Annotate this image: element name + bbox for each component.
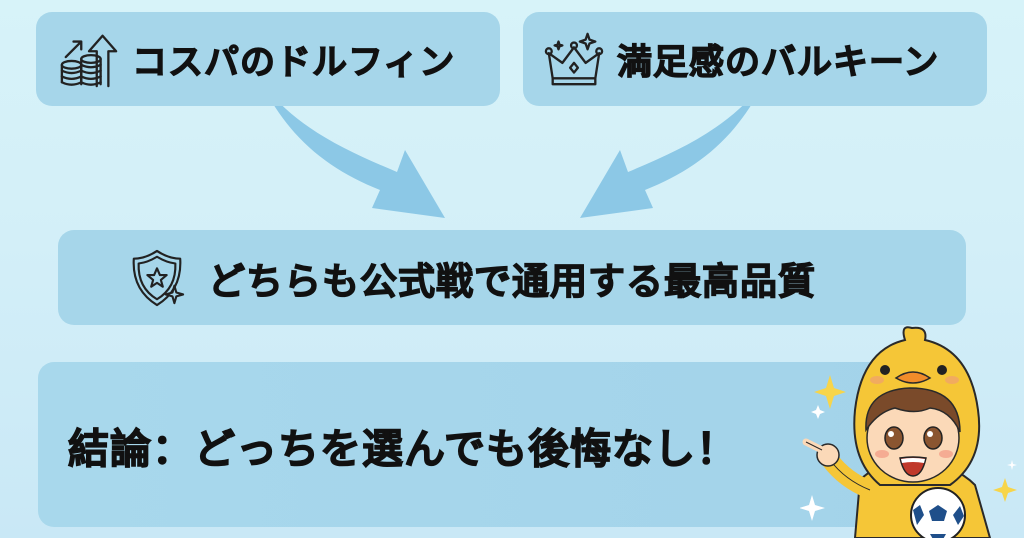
option-box-balkin: 満足感のバルキーン [523, 12, 987, 106]
mascot-character [800, 326, 1017, 538]
soccer-ball-icon [910, 487, 966, 538]
balkin-label: 満足感のバルキーン [616, 42, 940, 83]
sparkle-icon [800, 495, 825, 521]
sparkle-icon [814, 375, 846, 409]
conclusion-label: 結論：どっちを選んでも後悔なし！ [67, 424, 738, 473]
common-quality-label: どちらも公式戦で通用する最高品質 [207, 259, 816, 303]
sparkle-icon [1007, 460, 1017, 470]
conclusion-box: 結論：どっちを選んでも後悔なし！ [38, 362, 918, 527]
dolphin-label: コスパのドルフィン [131, 42, 456, 83]
common-quality-box: どちらも公式戦で通用する最高品質 [58, 230, 966, 325]
option-box-dolphin: コスパのドルフィン [36, 12, 500, 106]
sparkle-icon [993, 478, 1017, 502]
crown-icon [544, 32, 604, 86]
sparkle-icon [811, 405, 825, 419]
shield-star-icon [132, 249, 185, 306]
coins-growth-icon [60, 34, 118, 88]
